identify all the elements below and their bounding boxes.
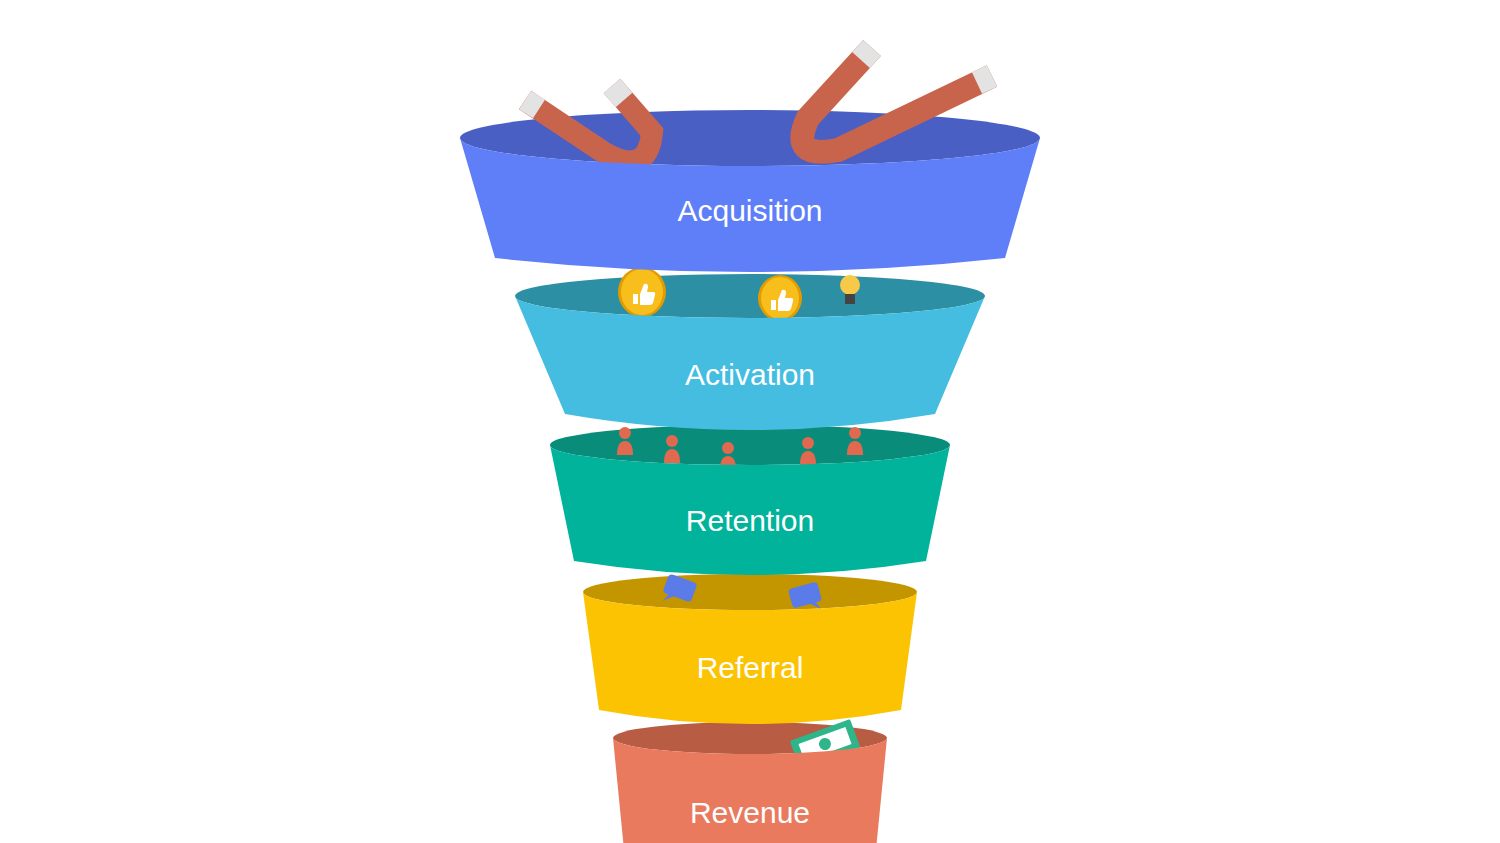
funnel-band: Acquisition xyxy=(460,110,1040,276)
magnets xyxy=(525,48,992,161)
magnet-tip xyxy=(861,48,872,60)
band-shape xyxy=(515,274,985,434)
stage-label: Acquisition xyxy=(460,193,1040,229)
magnet xyxy=(802,48,992,152)
funnel-band: Referral xyxy=(583,574,917,728)
stage-label: Referral xyxy=(583,650,917,686)
funnel-band: Revenue xyxy=(613,722,887,843)
band-body xyxy=(583,592,917,724)
stage-label: Retention xyxy=(550,503,950,539)
magnet-tip xyxy=(977,76,992,83)
band-body xyxy=(515,296,985,430)
band-body xyxy=(460,138,1040,272)
funnel-band: Activation xyxy=(515,274,985,434)
band-shape xyxy=(550,425,950,579)
band-opening xyxy=(550,425,950,465)
band-opening xyxy=(515,274,985,318)
magnet-tip xyxy=(525,100,539,109)
magnet xyxy=(525,86,652,161)
funnel-band: Retention xyxy=(550,425,950,579)
band-body xyxy=(550,445,950,575)
coin xyxy=(618,267,666,317)
light-bulb xyxy=(840,275,860,304)
magnet-tip xyxy=(612,86,624,100)
coin xyxy=(758,275,802,321)
band-shape xyxy=(583,574,917,728)
band-shape xyxy=(460,110,1040,276)
coins-and-bulb xyxy=(618,267,860,321)
stage-label: Revenue xyxy=(613,795,887,831)
band-body xyxy=(613,738,887,843)
stage-label: Activation xyxy=(515,357,985,393)
band-opening xyxy=(583,574,917,610)
